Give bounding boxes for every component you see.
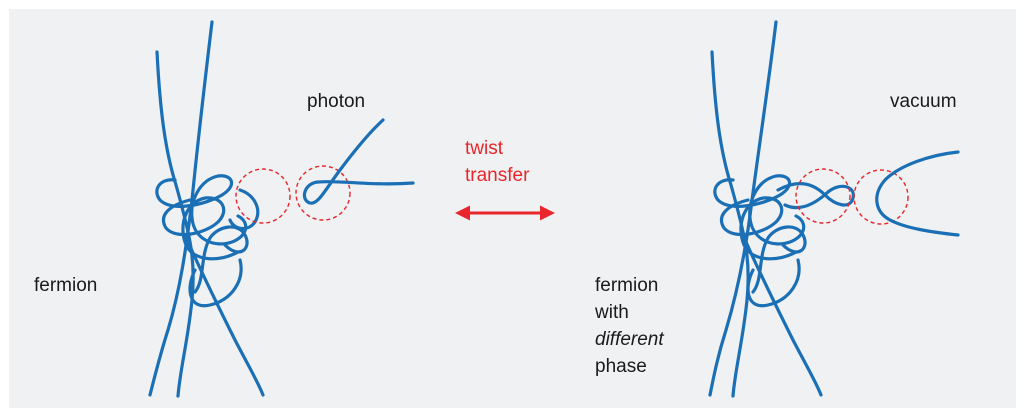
label-transfer: transfer <box>465 165 530 186</box>
label-vacuum: vacuum <box>890 91 957 112</box>
label-fermion-right: fermion <box>595 275 658 296</box>
label-fermion-left: fermion <box>34 275 97 296</box>
dashed-circle-left-1 <box>236 169 290 223</box>
label-phase: phase <box>595 356 647 377</box>
dashed-circle-right-2 <box>854 170 908 224</box>
vacuum-strand <box>877 152 958 235</box>
photon-strand <box>304 120 413 203</box>
fermion-strand-right-1 <box>712 52 748 396</box>
fermion-tangle-left <box>150 22 263 396</box>
label-with: with <box>594 302 629 323</box>
label-photon: photon <box>307 91 365 112</box>
label-different: different <box>595 329 664 350</box>
label-twist: twist <box>465 138 504 159</box>
fermion-tangle-right <box>710 22 853 396</box>
